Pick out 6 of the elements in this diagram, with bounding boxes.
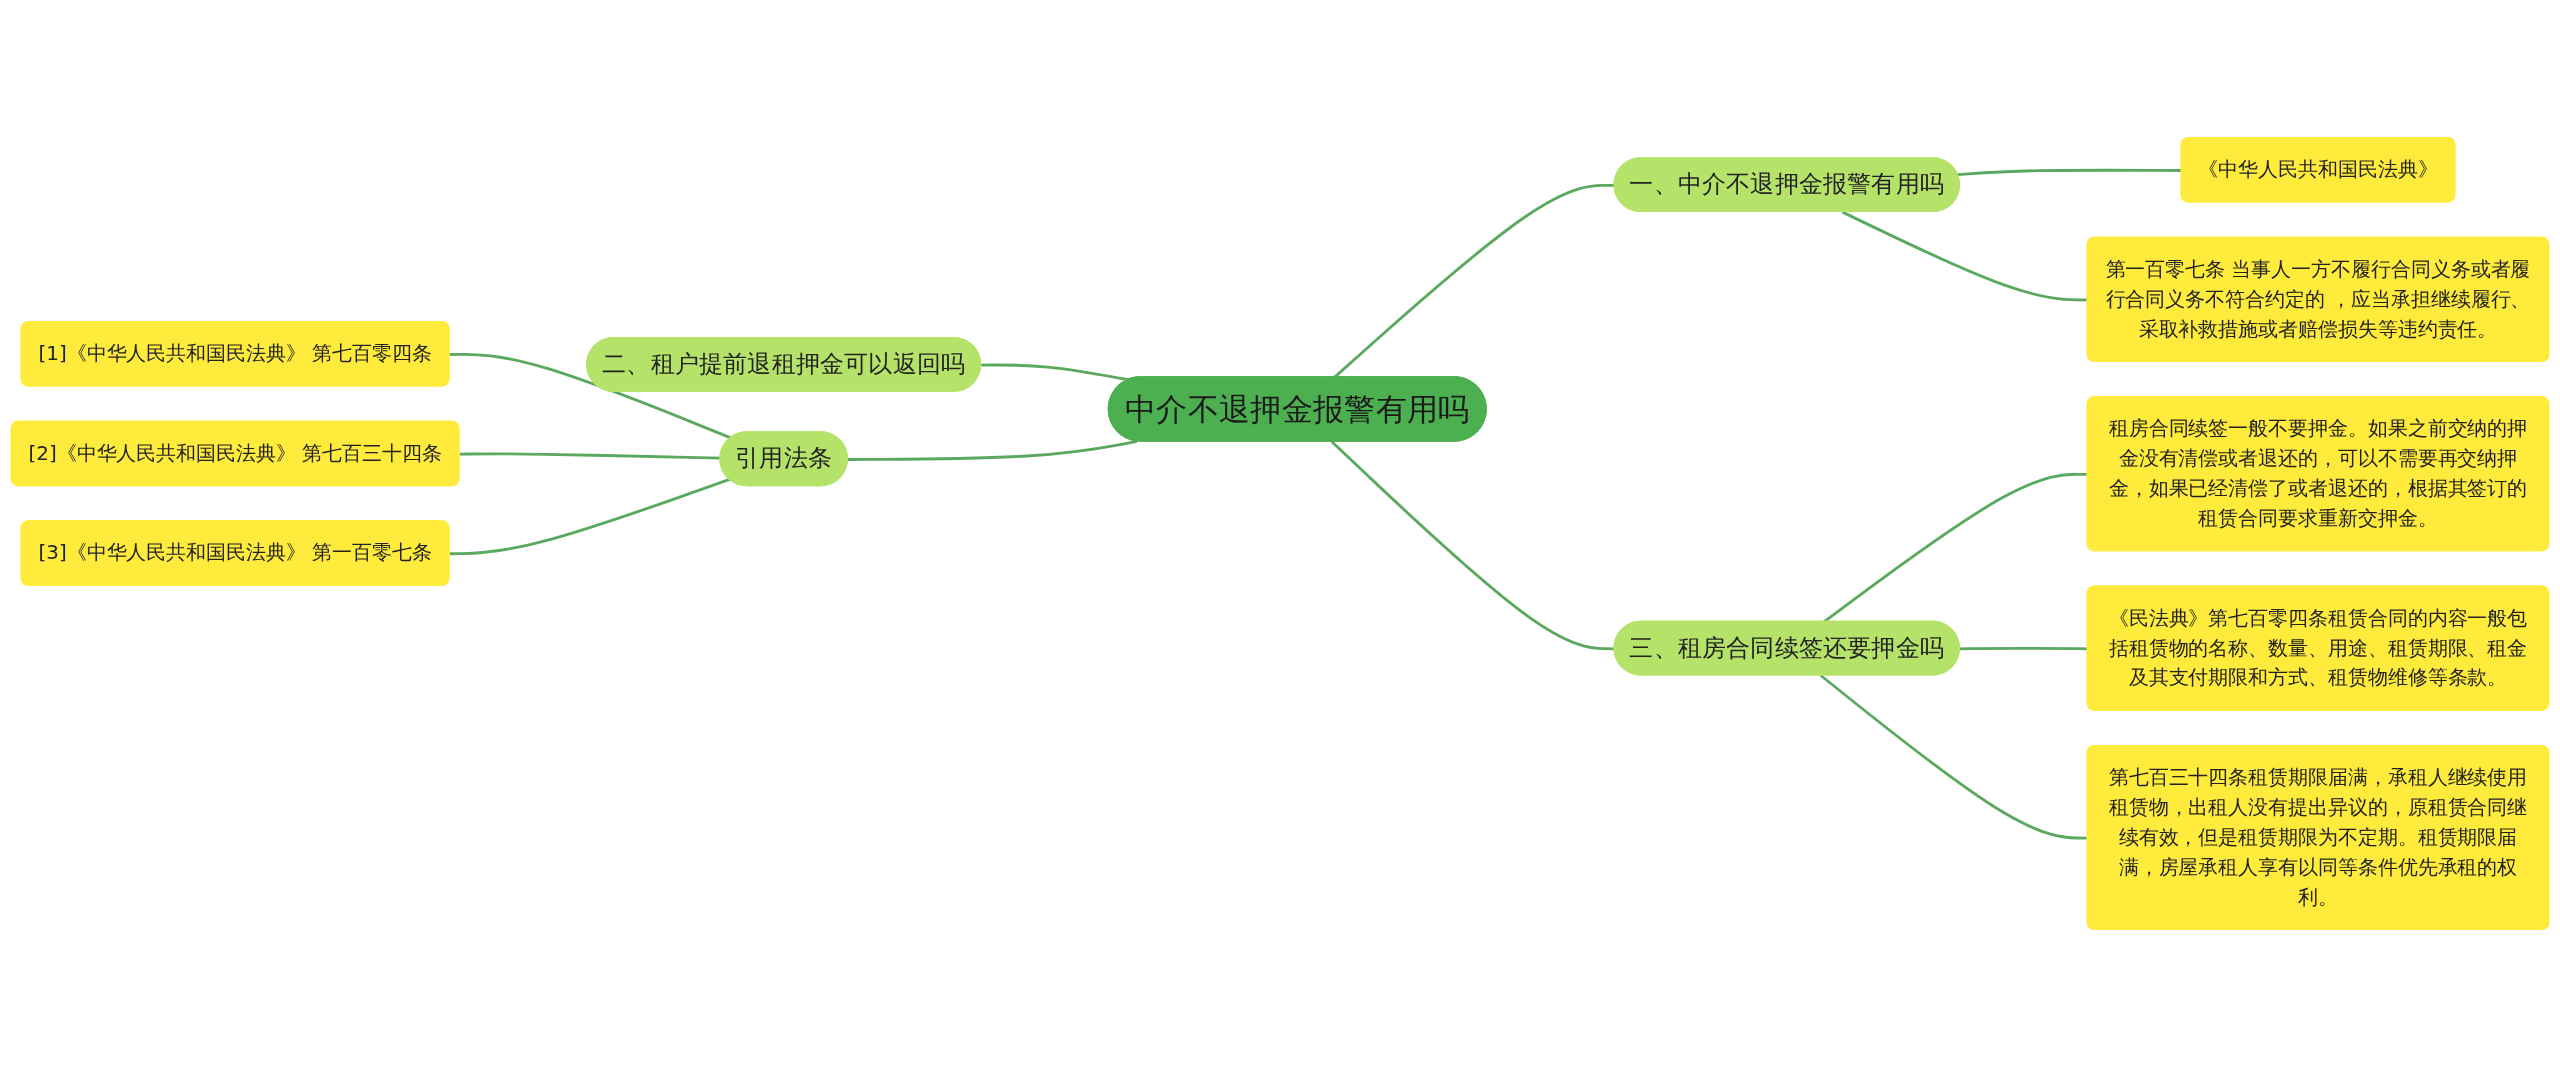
connector (449, 352, 732, 440)
connector (847, 440, 1138, 461)
connector (449, 477, 731, 556)
connector (1330, 440, 1615, 651)
connector (981, 363, 1130, 382)
connector (459, 452, 721, 460)
